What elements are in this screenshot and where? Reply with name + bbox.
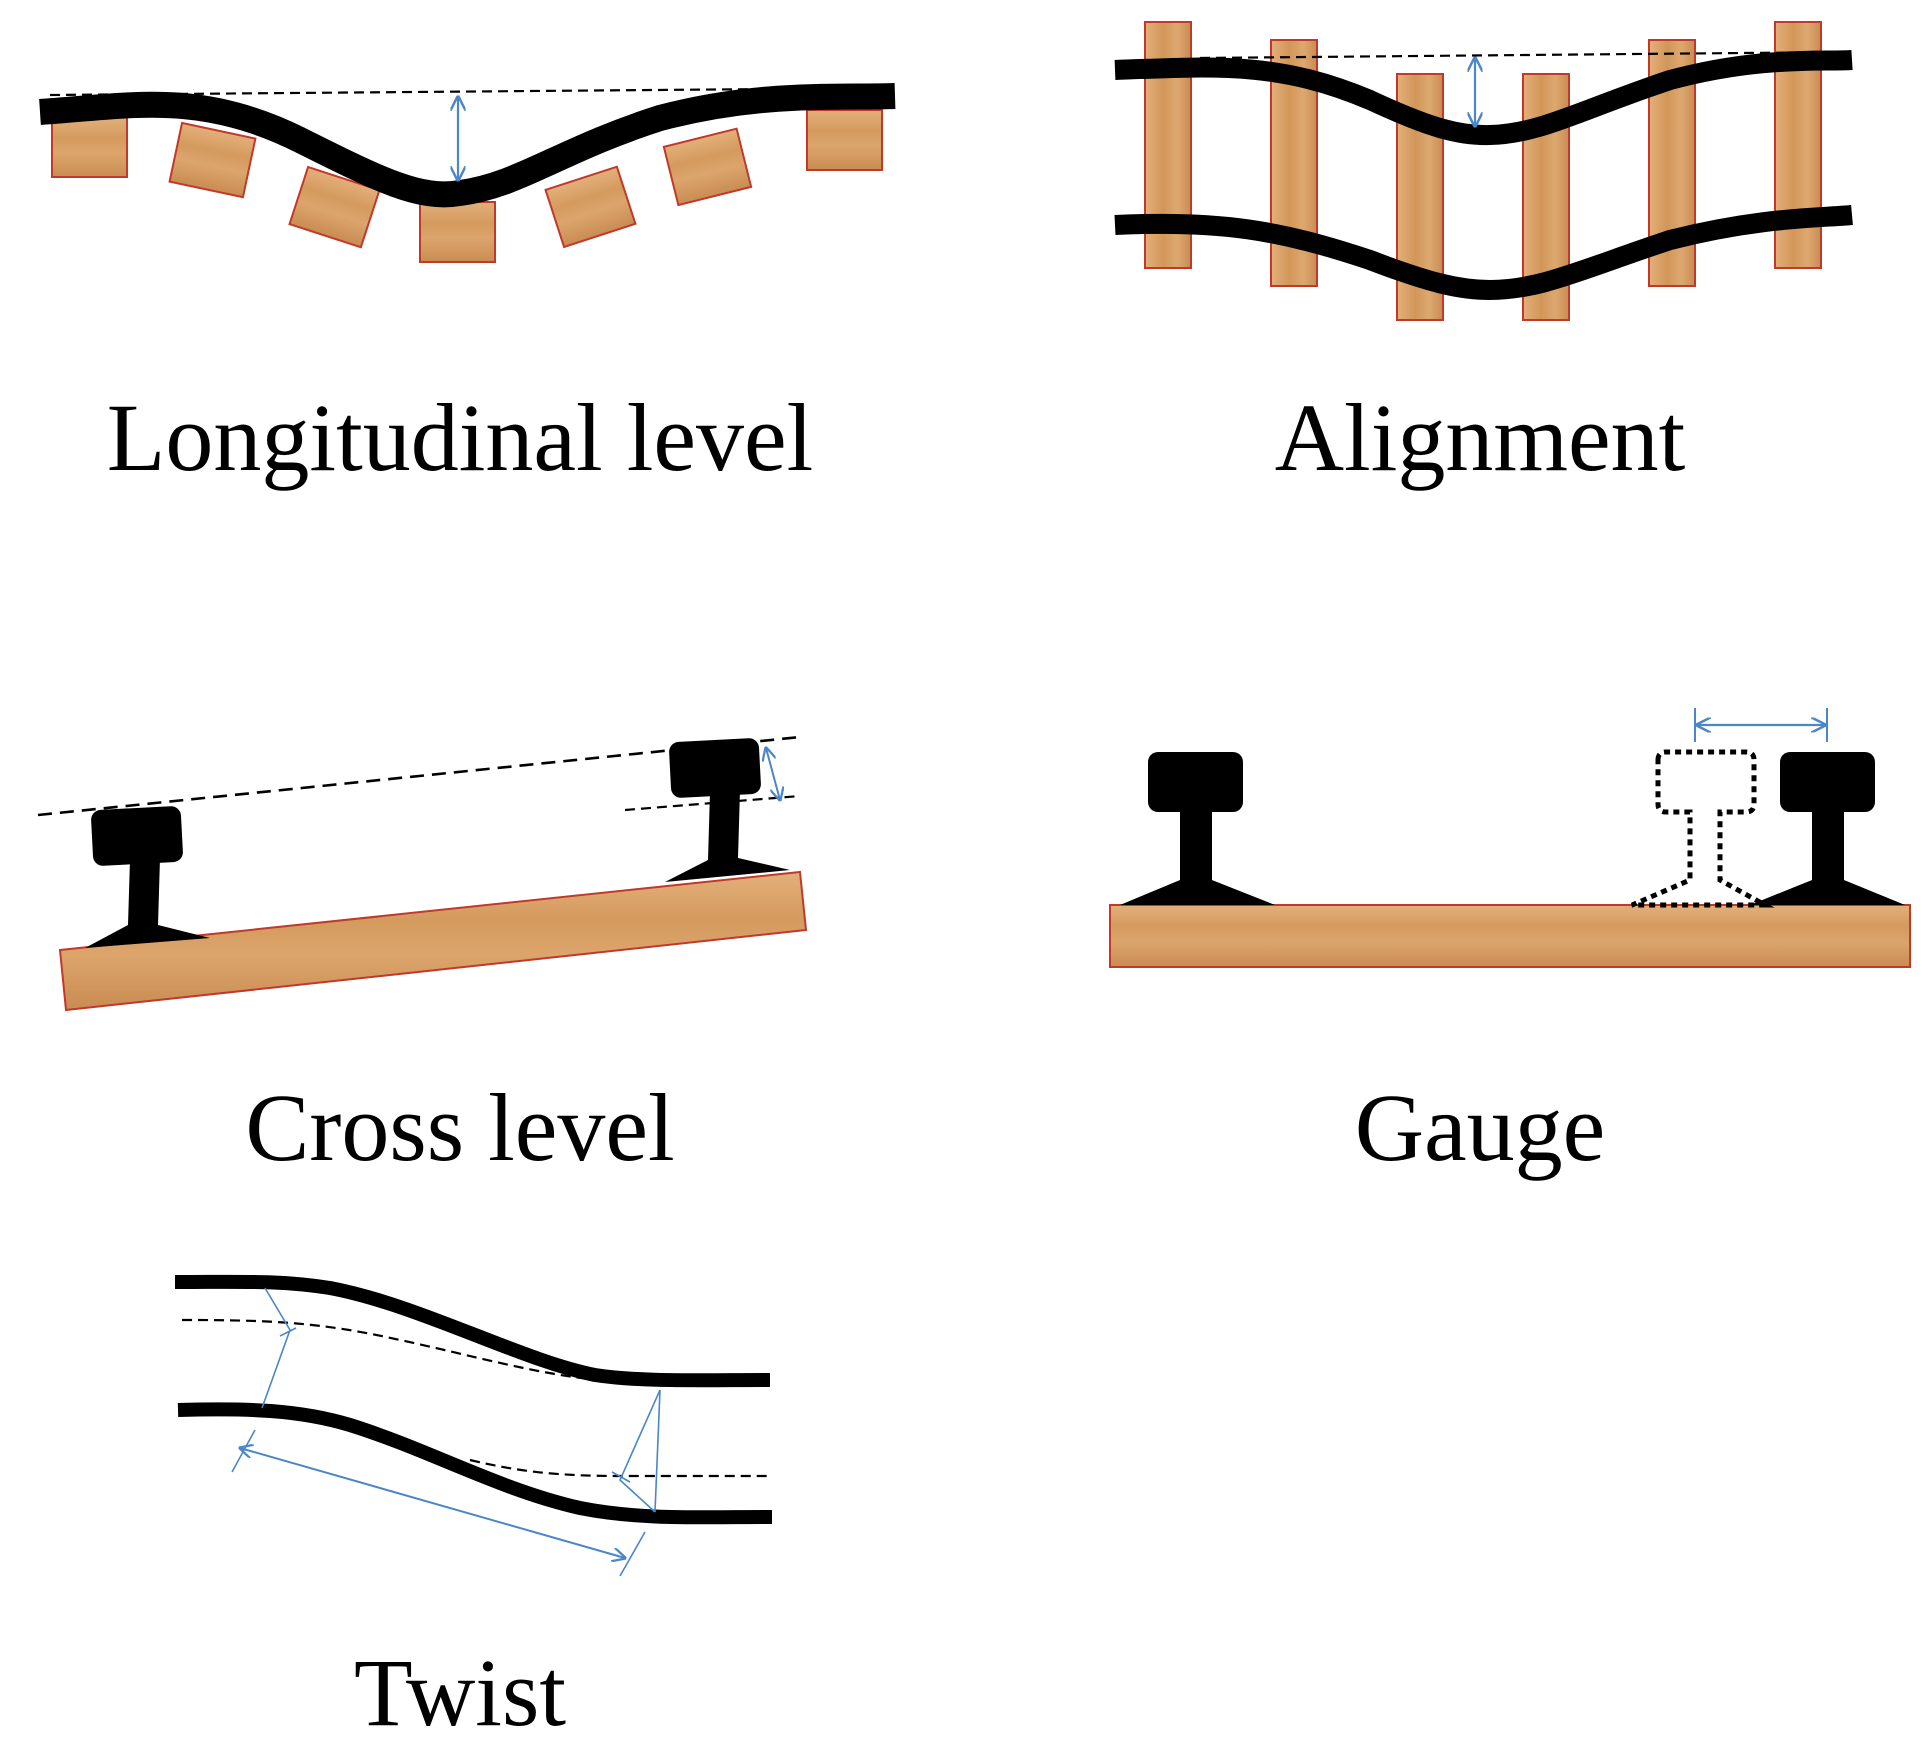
caption-cross-level: Cross level bbox=[245, 1074, 675, 1181]
rail-upper bbox=[174, 1274, 771, 1388]
sleeper bbox=[58, 870, 808, 1012]
twist-base-tick-right bbox=[619, 1531, 646, 1577]
rail-lower bbox=[1114, 205, 1853, 301]
sleeper bbox=[288, 165, 381, 249]
alignment-diagram bbox=[1114, 21, 1853, 321]
rail-right bbox=[1750, 752, 1905, 905]
reference-line-upper bbox=[181, 1318, 620, 1382]
sleeper bbox=[168, 121, 257, 199]
rail-left bbox=[85, 806, 210, 948]
rail-upper bbox=[1114, 50, 1853, 146]
twist-measure-left bbox=[261, 1287, 297, 1409]
rail-lower bbox=[177, 1402, 773, 1525]
twist-measure-right bbox=[611, 1389, 661, 1513]
reference-line-level bbox=[37, 735, 801, 817]
deviation-arrow bbox=[766, 748, 780, 800]
caption-alignment: Alignment bbox=[1274, 384, 1686, 491]
sleeper bbox=[662, 127, 753, 207]
rail-left bbox=[1120, 752, 1275, 905]
rail bbox=[39, 83, 896, 208]
sleeper bbox=[544, 165, 637, 249]
twist-base-arrow bbox=[240, 1448, 625, 1558]
cross-level-diagram bbox=[37, 735, 808, 1012]
panel-twist: Twist bbox=[0, 1250, 960, 1743]
reference-line-lower bbox=[469, 1458, 770, 1478]
twist-diagram bbox=[174, 1274, 773, 1577]
panel-longitudinal-level: Longitudinal level bbox=[0, 0, 960, 500]
reference-line bbox=[49, 86, 896, 97]
reference-line bbox=[1199, 50, 1853, 60]
sleeper bbox=[419, 201, 496, 263]
rail-right bbox=[665, 738, 790, 882]
sleeper bbox=[1109, 904, 1911, 968]
caption-longitudinal-level: Longitudinal level bbox=[106, 384, 814, 491]
gauge-diagram bbox=[1109, 708, 1911, 968]
longitudinal-level-diagram bbox=[39, 83, 896, 263]
rail-original-position bbox=[1631, 749, 1775, 908]
caption-twist: Twist bbox=[354, 1639, 566, 1746]
panel-gauge: Gauge bbox=[1100, 700, 1929, 1180]
sleepers bbox=[51, 109, 883, 263]
twist-base-tick-left bbox=[231, 1429, 256, 1473]
sleeper bbox=[806, 109, 883, 171]
panel-cross-level: Cross level bbox=[0, 700, 960, 1180]
panel-alignment: Alignment bbox=[1100, 0, 1929, 500]
sleeper bbox=[51, 116, 128, 178]
caption-gauge: Gauge bbox=[1354, 1074, 1606, 1181]
